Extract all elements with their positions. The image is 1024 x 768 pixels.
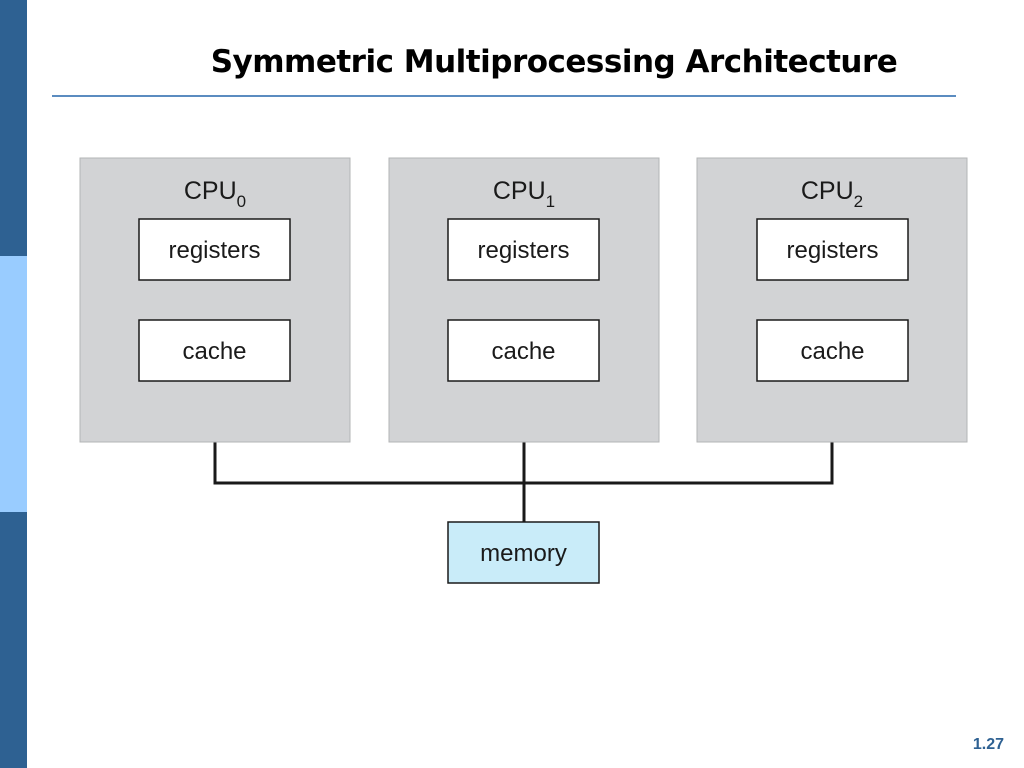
registers-box	[447, 218, 600, 281]
cpu-block-0: CPU0 registers cache	[79, 157, 351, 443]
cpu-panel	[79, 157, 351, 443]
cpu-index: 0	[237, 192, 246, 211]
cpu-label: CPU1	[493, 177, 555, 211]
cache-box	[447, 319, 600, 382]
title-underline	[52, 95, 956, 97]
cpu-panel	[696, 157, 968, 443]
cpu-label: CPU0	[184, 177, 246, 211]
cpu-block-2: CPU2 registers cache	[696, 157, 968, 443]
cache-label: cache	[182, 338, 246, 365]
cpu-name: CPU	[493, 177, 546, 205]
memory-block: memory	[447, 521, 600, 584]
registers-label: registers	[477, 237, 569, 264]
cache-box	[756, 319, 909, 382]
memory-label: memory	[480, 540, 567, 567]
cpu-name: CPU	[801, 177, 854, 205]
cpu-panel	[388, 157, 660, 443]
sidebar-segment-middle	[0, 256, 27, 512]
cache-box	[138, 319, 291, 382]
registers-label: registers	[786, 237, 878, 264]
cpu-index: 1	[546, 192, 555, 211]
cpu-name: CPU	[184, 177, 237, 205]
cache-label: cache	[800, 338, 864, 365]
memory-box	[447, 521, 600, 584]
sidebar-accent	[0, 0, 27, 768]
registers-label: registers	[168, 237, 260, 264]
sidebar-segment-bottom	[0, 512, 27, 768]
cpu-index: 2	[854, 192, 863, 211]
slide-title: Symmetric Multiprocessing Architecture	[210, 44, 898, 80]
registers-box	[138, 218, 291, 281]
registers-box	[756, 218, 909, 281]
page-number: 1.27	[972, 736, 1004, 753]
cpu-block-1: CPU1 registers cache	[388, 157, 660, 443]
sidebar-segment-top	[0, 0, 27, 256]
cpu-label: CPU2	[801, 177, 863, 211]
cache-label: cache	[491, 338, 555, 365]
